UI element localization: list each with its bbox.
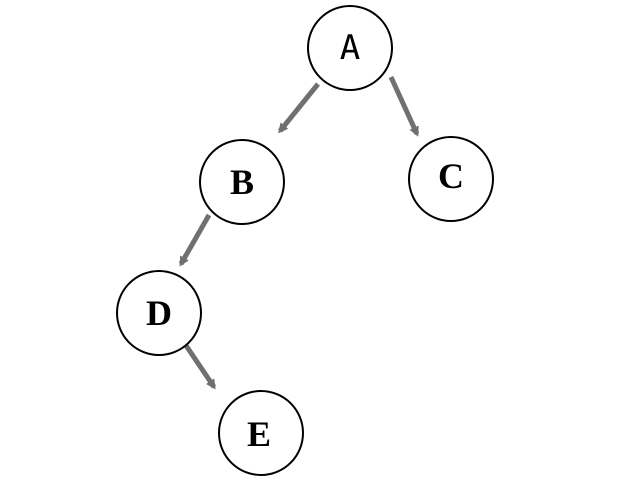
node-d: D — [116, 270, 202, 356]
node-e-label: E — [247, 414, 271, 454]
node-a-label: A — [340, 28, 360, 68]
node-d-circle — [116, 270, 202, 356]
node-c-circle — [408, 136, 494, 222]
node-d-label: D — [146, 293, 172, 333]
edge-b-d — [178, 213, 212, 267]
edge-a-b — [278, 82, 320, 134]
node-c: C — [408, 136, 494, 222]
node-b-circle — [199, 139, 285, 225]
node-a-circle — [307, 5, 393, 91]
node-e-circle — [218, 390, 304, 476]
node-c-label: C — [438, 156, 464, 196]
node-a: A — [307, 5, 393, 91]
node-b: B — [199, 139, 285, 225]
edges-group — [178, 75, 420, 390]
node-e: E — [218, 390, 304, 476]
edge-d-e — [182, 342, 217, 390]
edge-a-c — [388, 75, 420, 137]
node-b-label: B — [230, 162, 254, 202]
